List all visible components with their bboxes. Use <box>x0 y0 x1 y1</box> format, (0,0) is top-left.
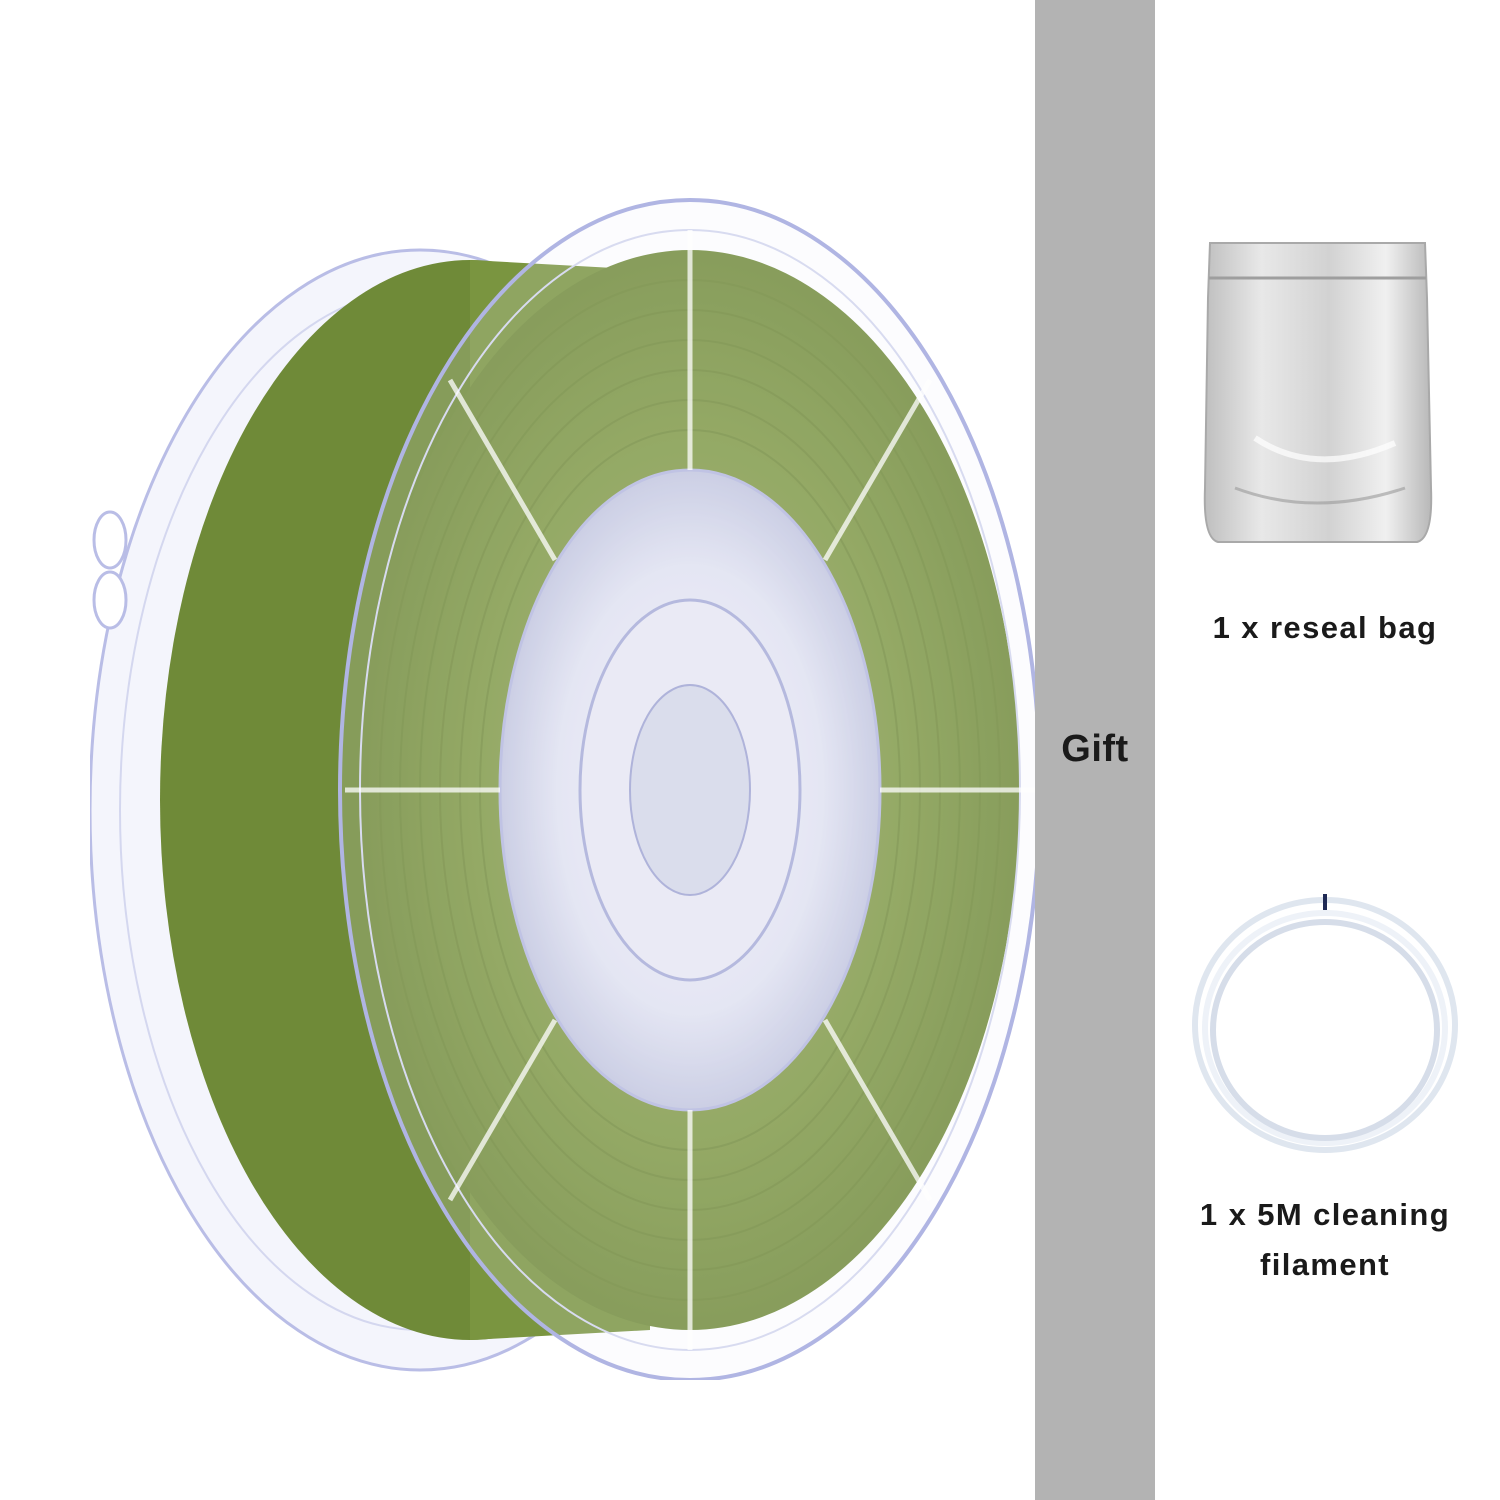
reseal-bag-caption: 1 x reseal bag <box>1212 610 1438 645</box>
cleaning-filament-caption-line2: filament <box>1259 1247 1391 1282</box>
reseal-bag-image <box>1195 238 1440 548</box>
cleaning-filament-image <box>1185 880 1465 1160</box>
cleaning-filament-caption-line1: 1 x 5M cleaning <box>1199 1197 1451 1232</box>
cleaning-filament-caption: 1 x 5M cleaning filament <box>1165 1190 1485 1290</box>
reseal-bag-icon <box>1203 242 1433 543</box>
gift-label: Gift <box>1061 728 1129 770</box>
filament-spool-image <box>88 150 1050 1382</box>
filament-spool-icon <box>88 198 1042 1382</box>
cleaning-filament-icon <box>1192 894 1458 1153</box>
gift-divider-band <box>1035 0 1155 1500</box>
